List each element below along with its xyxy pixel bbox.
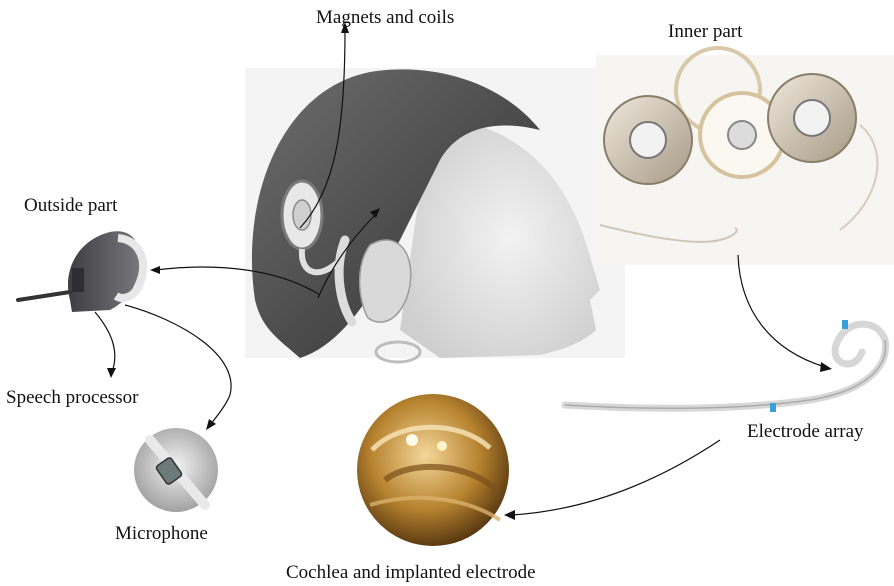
label-outside-part: Outside part [24,196,117,215]
head-photo [245,68,625,362]
label-cochlea-and-implanted-electrode: Cochlea and implanted electrode [286,563,536,582]
arrow-microphone [125,305,231,425]
microphone-photo [134,428,218,512]
inner-part-photo [596,48,894,265]
arrow-electrode-array [738,255,825,367]
outside-part-photo [18,231,143,312]
arrow-speech-processor [95,312,115,372]
arrow-cochlea [512,440,720,515]
processor-cable [18,292,70,300]
label-magnets-and-coils: Magnets and coils [316,8,454,27]
label-electrode-array: Electrode array [747,422,864,441]
label-inner-part: Inner part [668,22,742,41]
cochlea-photo [357,394,509,546]
label-microphone: Microphone [115,524,208,543]
label-speech-processor: Speech processor [6,388,138,407]
